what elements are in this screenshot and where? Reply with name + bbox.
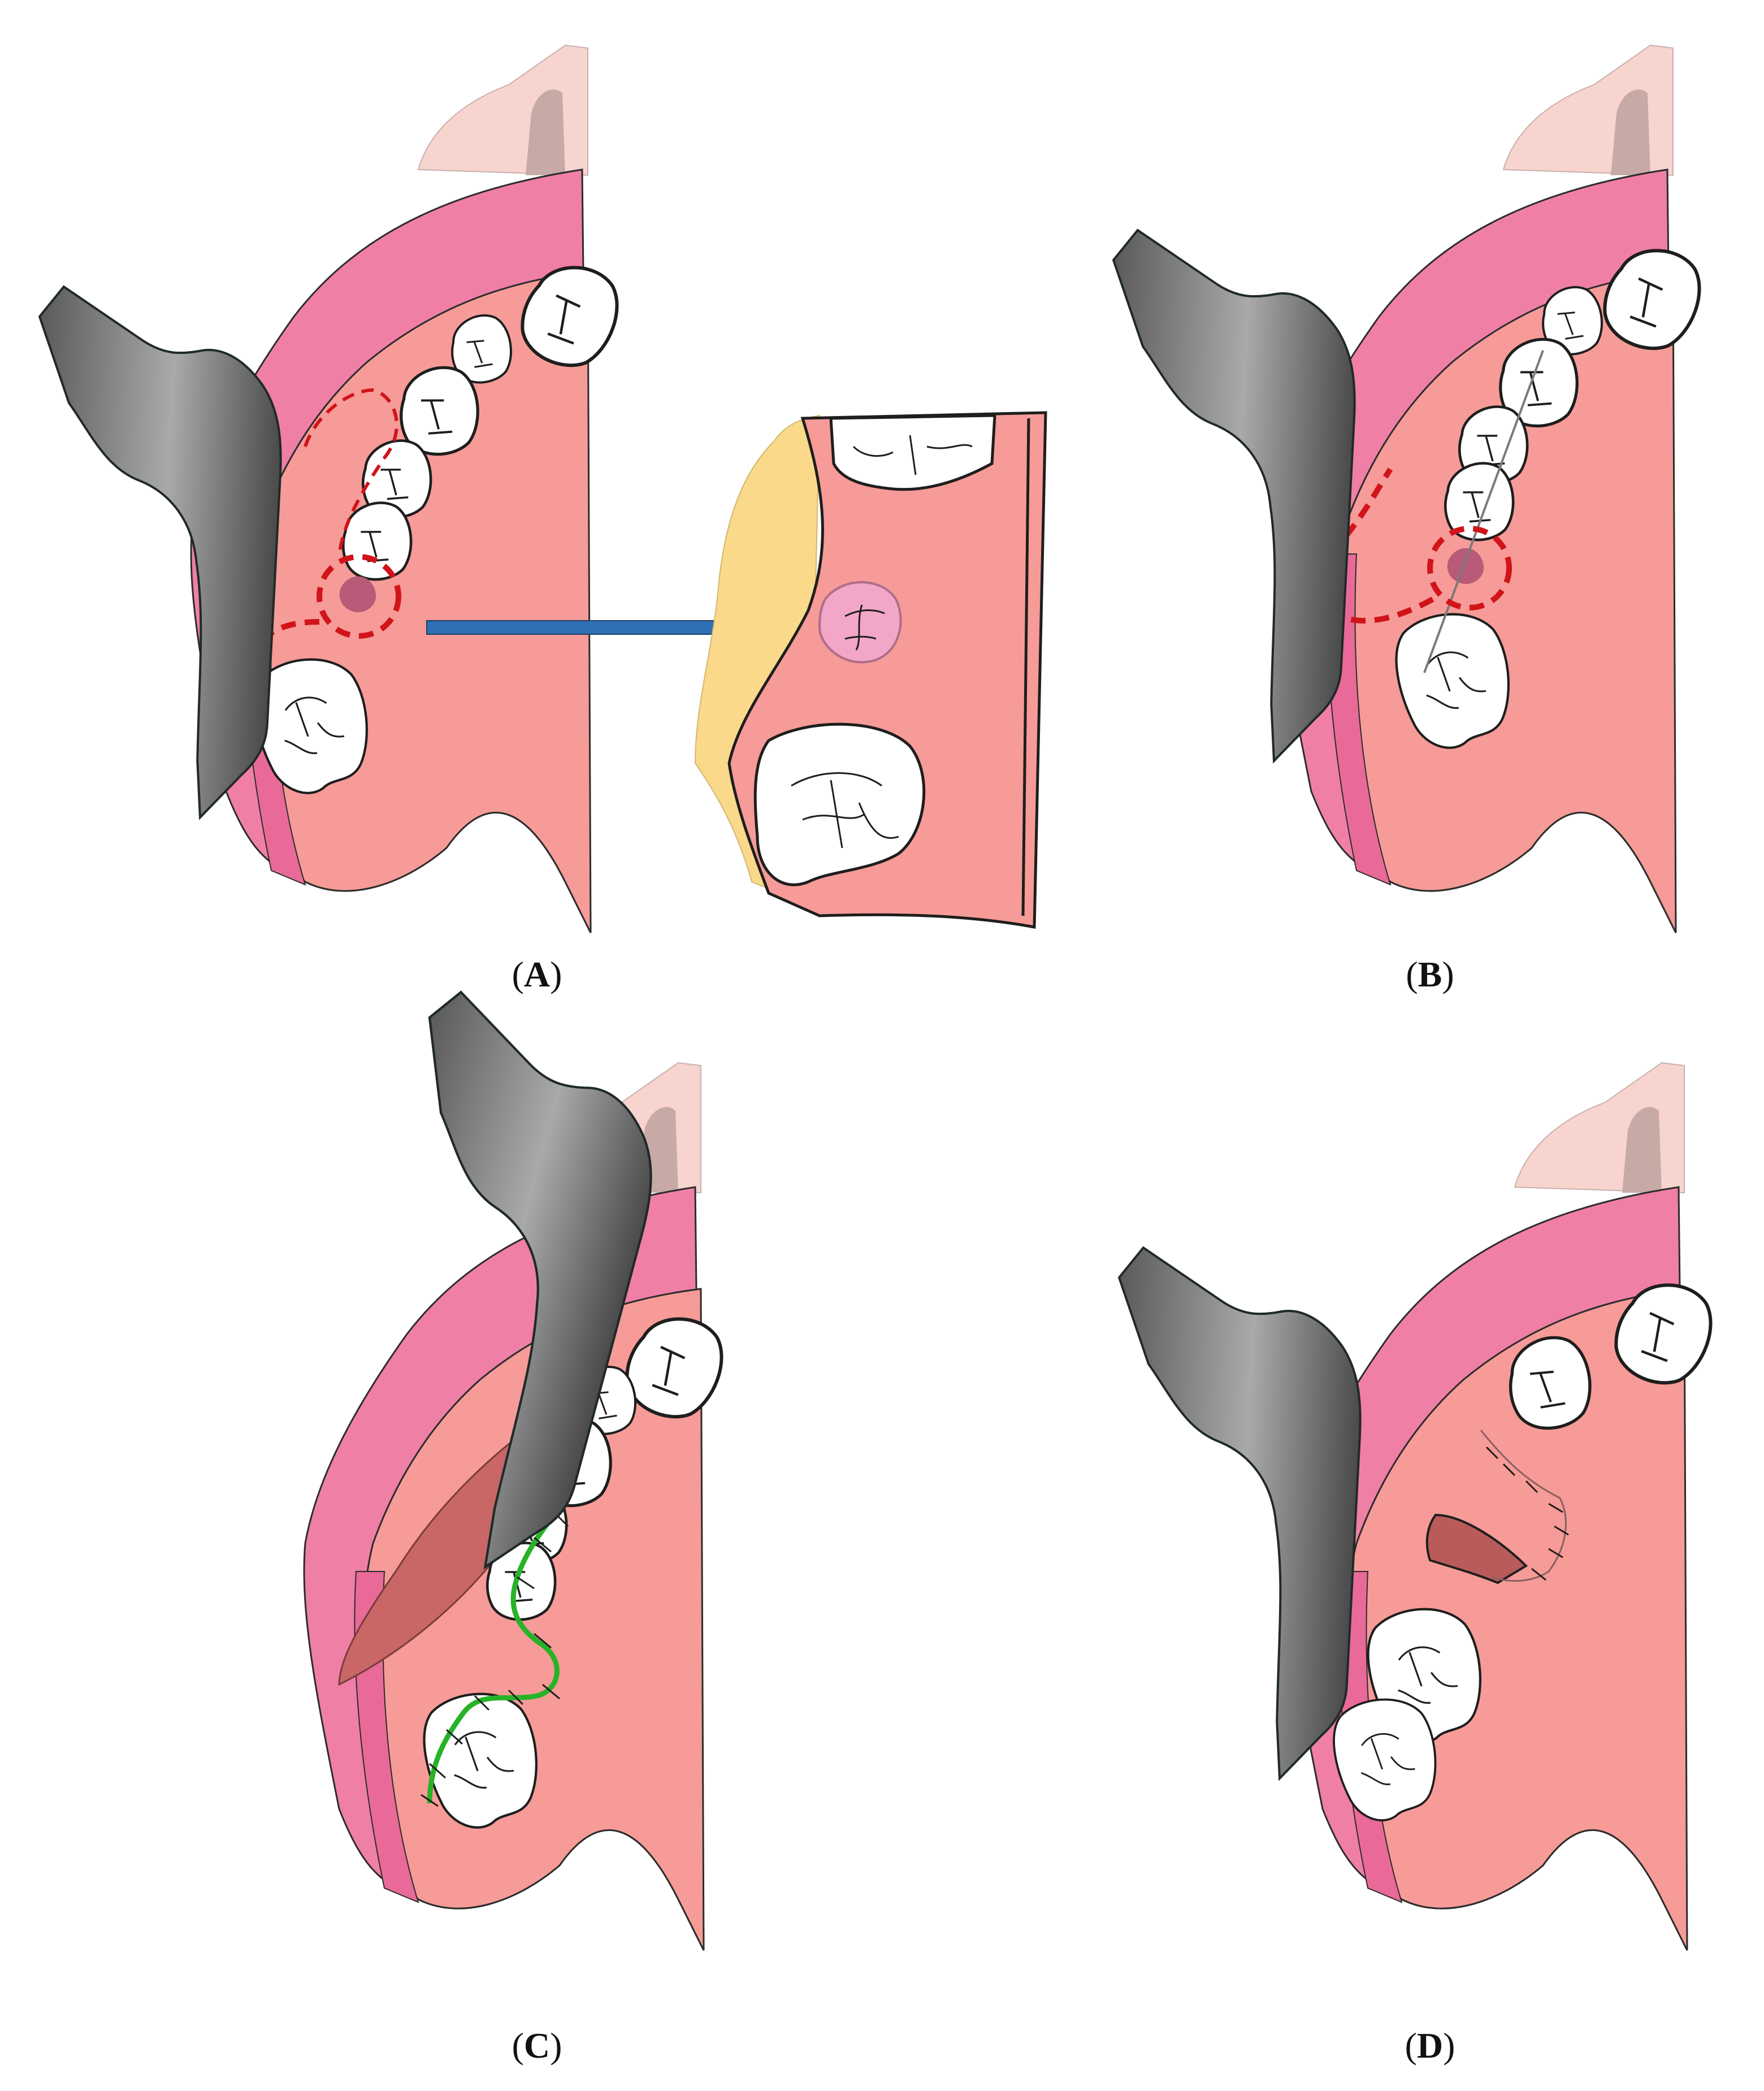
panel-b: (B) bbox=[1087, 44, 1705, 994]
detail-inset bbox=[694, 411, 1047, 929]
panel-label-a: (A) bbox=[512, 954, 562, 994]
panel-label-d: (D) bbox=[1405, 2025, 1455, 2066]
suture-line bbox=[427, 1501, 567, 1804]
panel-d: (D) bbox=[1093, 1062, 1717, 2066]
panel-c: (C) bbox=[296, 986, 728, 2066]
panel-label-b: (B) bbox=[1406, 954, 1454, 994]
panel-a: (A) bbox=[14, 44, 1047, 994]
panel-label-c: (C) bbox=[512, 2025, 562, 2066]
